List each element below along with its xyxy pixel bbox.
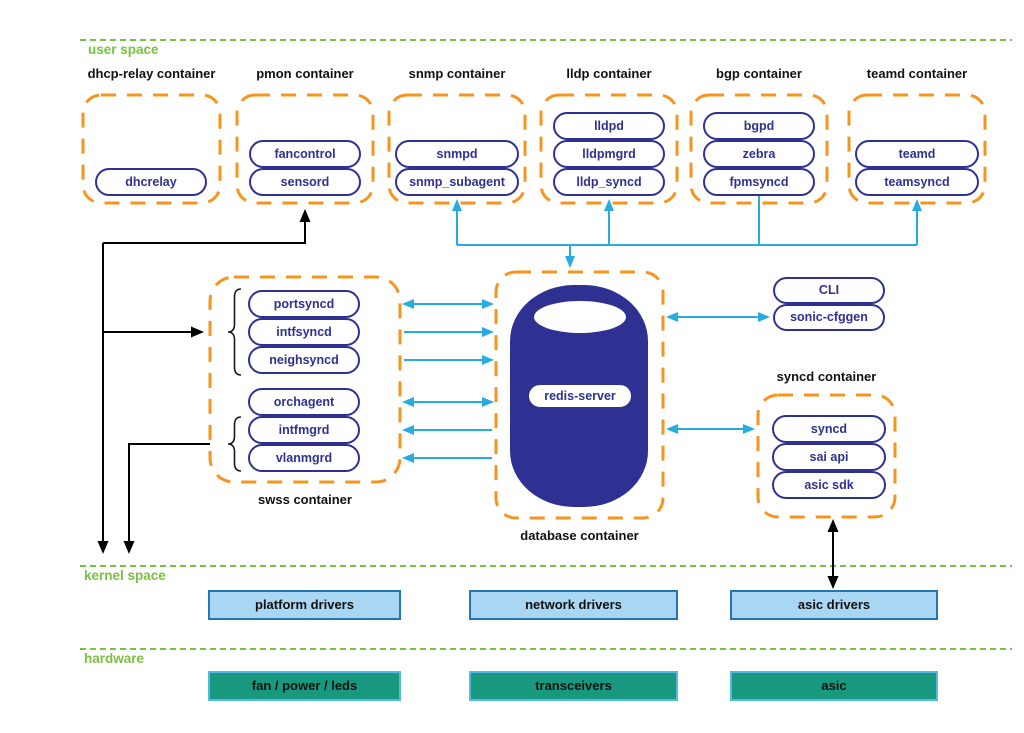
kernel-space-label: kernel space — [84, 568, 166, 583]
asic-box: asic — [730, 671, 938, 701]
teamd-container-title: teamd container — [866, 66, 968, 81]
process-vlanmgrd: vlanmgrd — [248, 444, 360, 472]
process-intfsyncd: intfsyncd — [248, 318, 360, 346]
lldp-container-title: lldp container — [566, 66, 652, 81]
network-drivers-box: network drivers — [469, 590, 678, 620]
fan-power-leds-box: fan / power / leds — [208, 671, 401, 701]
process-syncd: syncd — [772, 415, 886, 443]
process-lldpmgrd: lldpmgrd — [553, 140, 665, 168]
transceivers-box: transceivers — [469, 671, 678, 701]
snmp-container-title: snmp container — [408, 66, 506, 81]
process-orchagent: orchagent — [248, 388, 360, 416]
process-intfmgrd: intfmgrd — [248, 416, 360, 444]
swss-group1-brace-icon — [227, 288, 242, 376]
swss-group2-brace-icon — [227, 416, 242, 472]
process-sonic-cfggen: sonic-cfggen — [773, 304, 885, 331]
syncd-container-title: syncd container — [776, 369, 877, 384]
process-sai-api: sai api — [772, 443, 886, 471]
bgp-container-title: bgp container — [716, 66, 802, 81]
process-cli: CLI — [773, 277, 885, 304]
database-cylinder-top-icon — [534, 301, 626, 333]
user-space-label: user space — [88, 42, 159, 57]
process-bgpd: bgpd — [703, 112, 815, 140]
process-fancontrol: fancontrol — [249, 140, 361, 168]
process-lldpd: lldpd — [553, 112, 665, 140]
process-redis-server: redis-server — [527, 383, 633, 409]
process-snmp-subagent: snmp_subagent — [395, 168, 519, 196]
process-teamd: teamd — [855, 140, 979, 168]
process-snmpd: snmpd — [395, 140, 519, 168]
hardware-label: hardware — [84, 651, 145, 666]
process-sensord: sensord — [249, 168, 361, 196]
asic-drivers-box: asic drivers — [730, 590, 938, 620]
pmon-container-title: pmon container — [256, 66, 354, 81]
process-teamsyncd: teamsyncd — [855, 168, 979, 196]
process-lldp-syncd: lldp_syncd — [553, 168, 665, 196]
process-zebra: zebra — [703, 140, 815, 168]
process-portsyncd: portsyncd — [248, 290, 360, 318]
database-container-title: database container — [520, 528, 639, 543]
dhcp-relay-container-title: dhcp-relay container — [87, 66, 216, 81]
process-dhcrelay: dhcrelay — [95, 168, 207, 196]
process-asic-sdk: asic sdk — [772, 471, 886, 499]
process-fpmsyncd: fpmsyncd — [703, 168, 815, 196]
platform-drivers-box: platform drivers — [208, 590, 401, 620]
swss-container-title: swss container — [258, 492, 352, 507]
arrow-kernel-to-pmon — [103, 209, 311, 244]
process-neighsyncd: neighsyncd — [248, 346, 360, 374]
arrow-swss-group2-to-kernel — [123, 443, 210, 554]
